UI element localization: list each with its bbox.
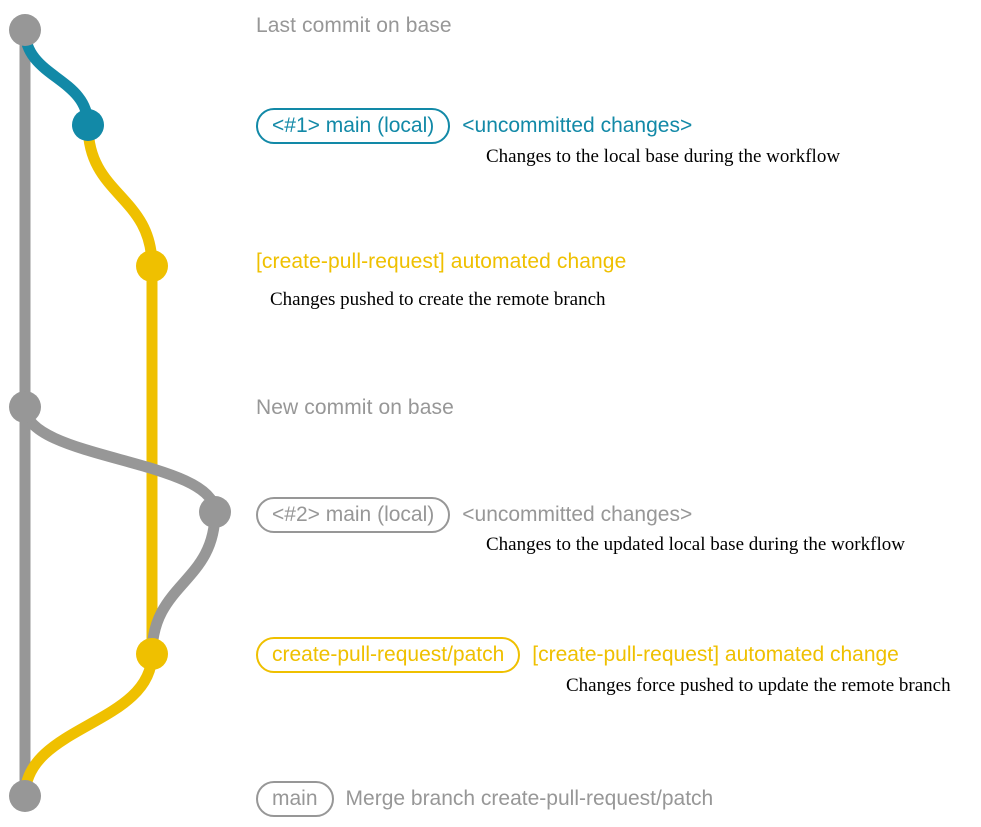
commit-subject: <uncommitted changes> — [462, 114, 693, 137]
commit-node-automated-change-2[interactable] — [136, 638, 168, 670]
commit-node-commit-1-main-local[interactable] — [72, 109, 104, 141]
commit-node-commit-2-main-local[interactable] — [199, 496, 231, 528]
commit-node-last-commit-on-base[interactable] — [9, 14, 41, 46]
commit-note-automated-change-1: Changes pushed to create the remote bran… — [270, 289, 606, 310]
commit-subject: [create-pull-request] automated change — [532, 643, 899, 666]
commit-node-merge-commit-main[interactable] — [9, 780, 41, 812]
branch-badge-create-pull-request-patch[interactable]: create-pull-request/patch — [256, 637, 521, 673]
branch-badge-main[interactable]: main — [256, 781, 334, 817]
branch-badge-main-local-2[interactable]: <#2> main (local) — [256, 497, 451, 533]
edge-patch-2-to-main — [19, 648, 158, 802]
commit-subject: Last commit on base — [256, 14, 452, 37]
commit-node-automated-change-1[interactable] — [136, 250, 168, 282]
commit-subject: New commit on base — [256, 396, 454, 419]
commit-subject: [create-pull-request] automated change — [256, 250, 627, 273]
commit-row-last-commit-on-base: Last commit on base — [256, 14, 452, 38]
commit-row-automated-change-2: create-pull-request/patch [create-pull-r… — [256, 637, 899, 673]
commit-note-commit-1-main-local: Changes to the local base during the wor… — [486, 146, 841, 167]
edge-local-1-to-patch-1 — [82, 119, 158, 272]
edge-base-to-local-1 — [19, 24, 94, 131]
commit-subject: <uncommitted changes> — [462, 503, 693, 526]
commit-row-commit-1-main-local: <#1> main (local) <uncommitted changes> — [256, 108, 692, 144]
commit-row-merge-commit-main: main Merge branch create-pull-request/pa… — [256, 781, 713, 817]
commit-nodes — [9, 14, 231, 812]
commit-row-automated-change-1: [create-pull-request] automated change — [256, 250, 626, 274]
branch-badge-main-local-1[interactable]: <#1> main (local) — [256, 108, 451, 144]
edge-local-2-to-patch-2 — [146, 506, 221, 660]
commit-note-automated-change-2: Changes force pushed to update the remot… — [566, 675, 951, 696]
commit-note-commit-2-main-local: Changes to the updated local base during… — [486, 534, 905, 555]
commit-row-commit-2-main-local: <#2> main (local) <uncommitted changes> — [256, 497, 692, 533]
commit-row-new-commit-on-base: New commit on base — [256, 396, 454, 420]
edge-base-to-local-2 — [19, 401, 221, 518]
commit-node-new-commit-on-base[interactable] — [9, 391, 41, 423]
commit-subject: Merge branch create-pull-request/patch — [345, 787, 714, 810]
